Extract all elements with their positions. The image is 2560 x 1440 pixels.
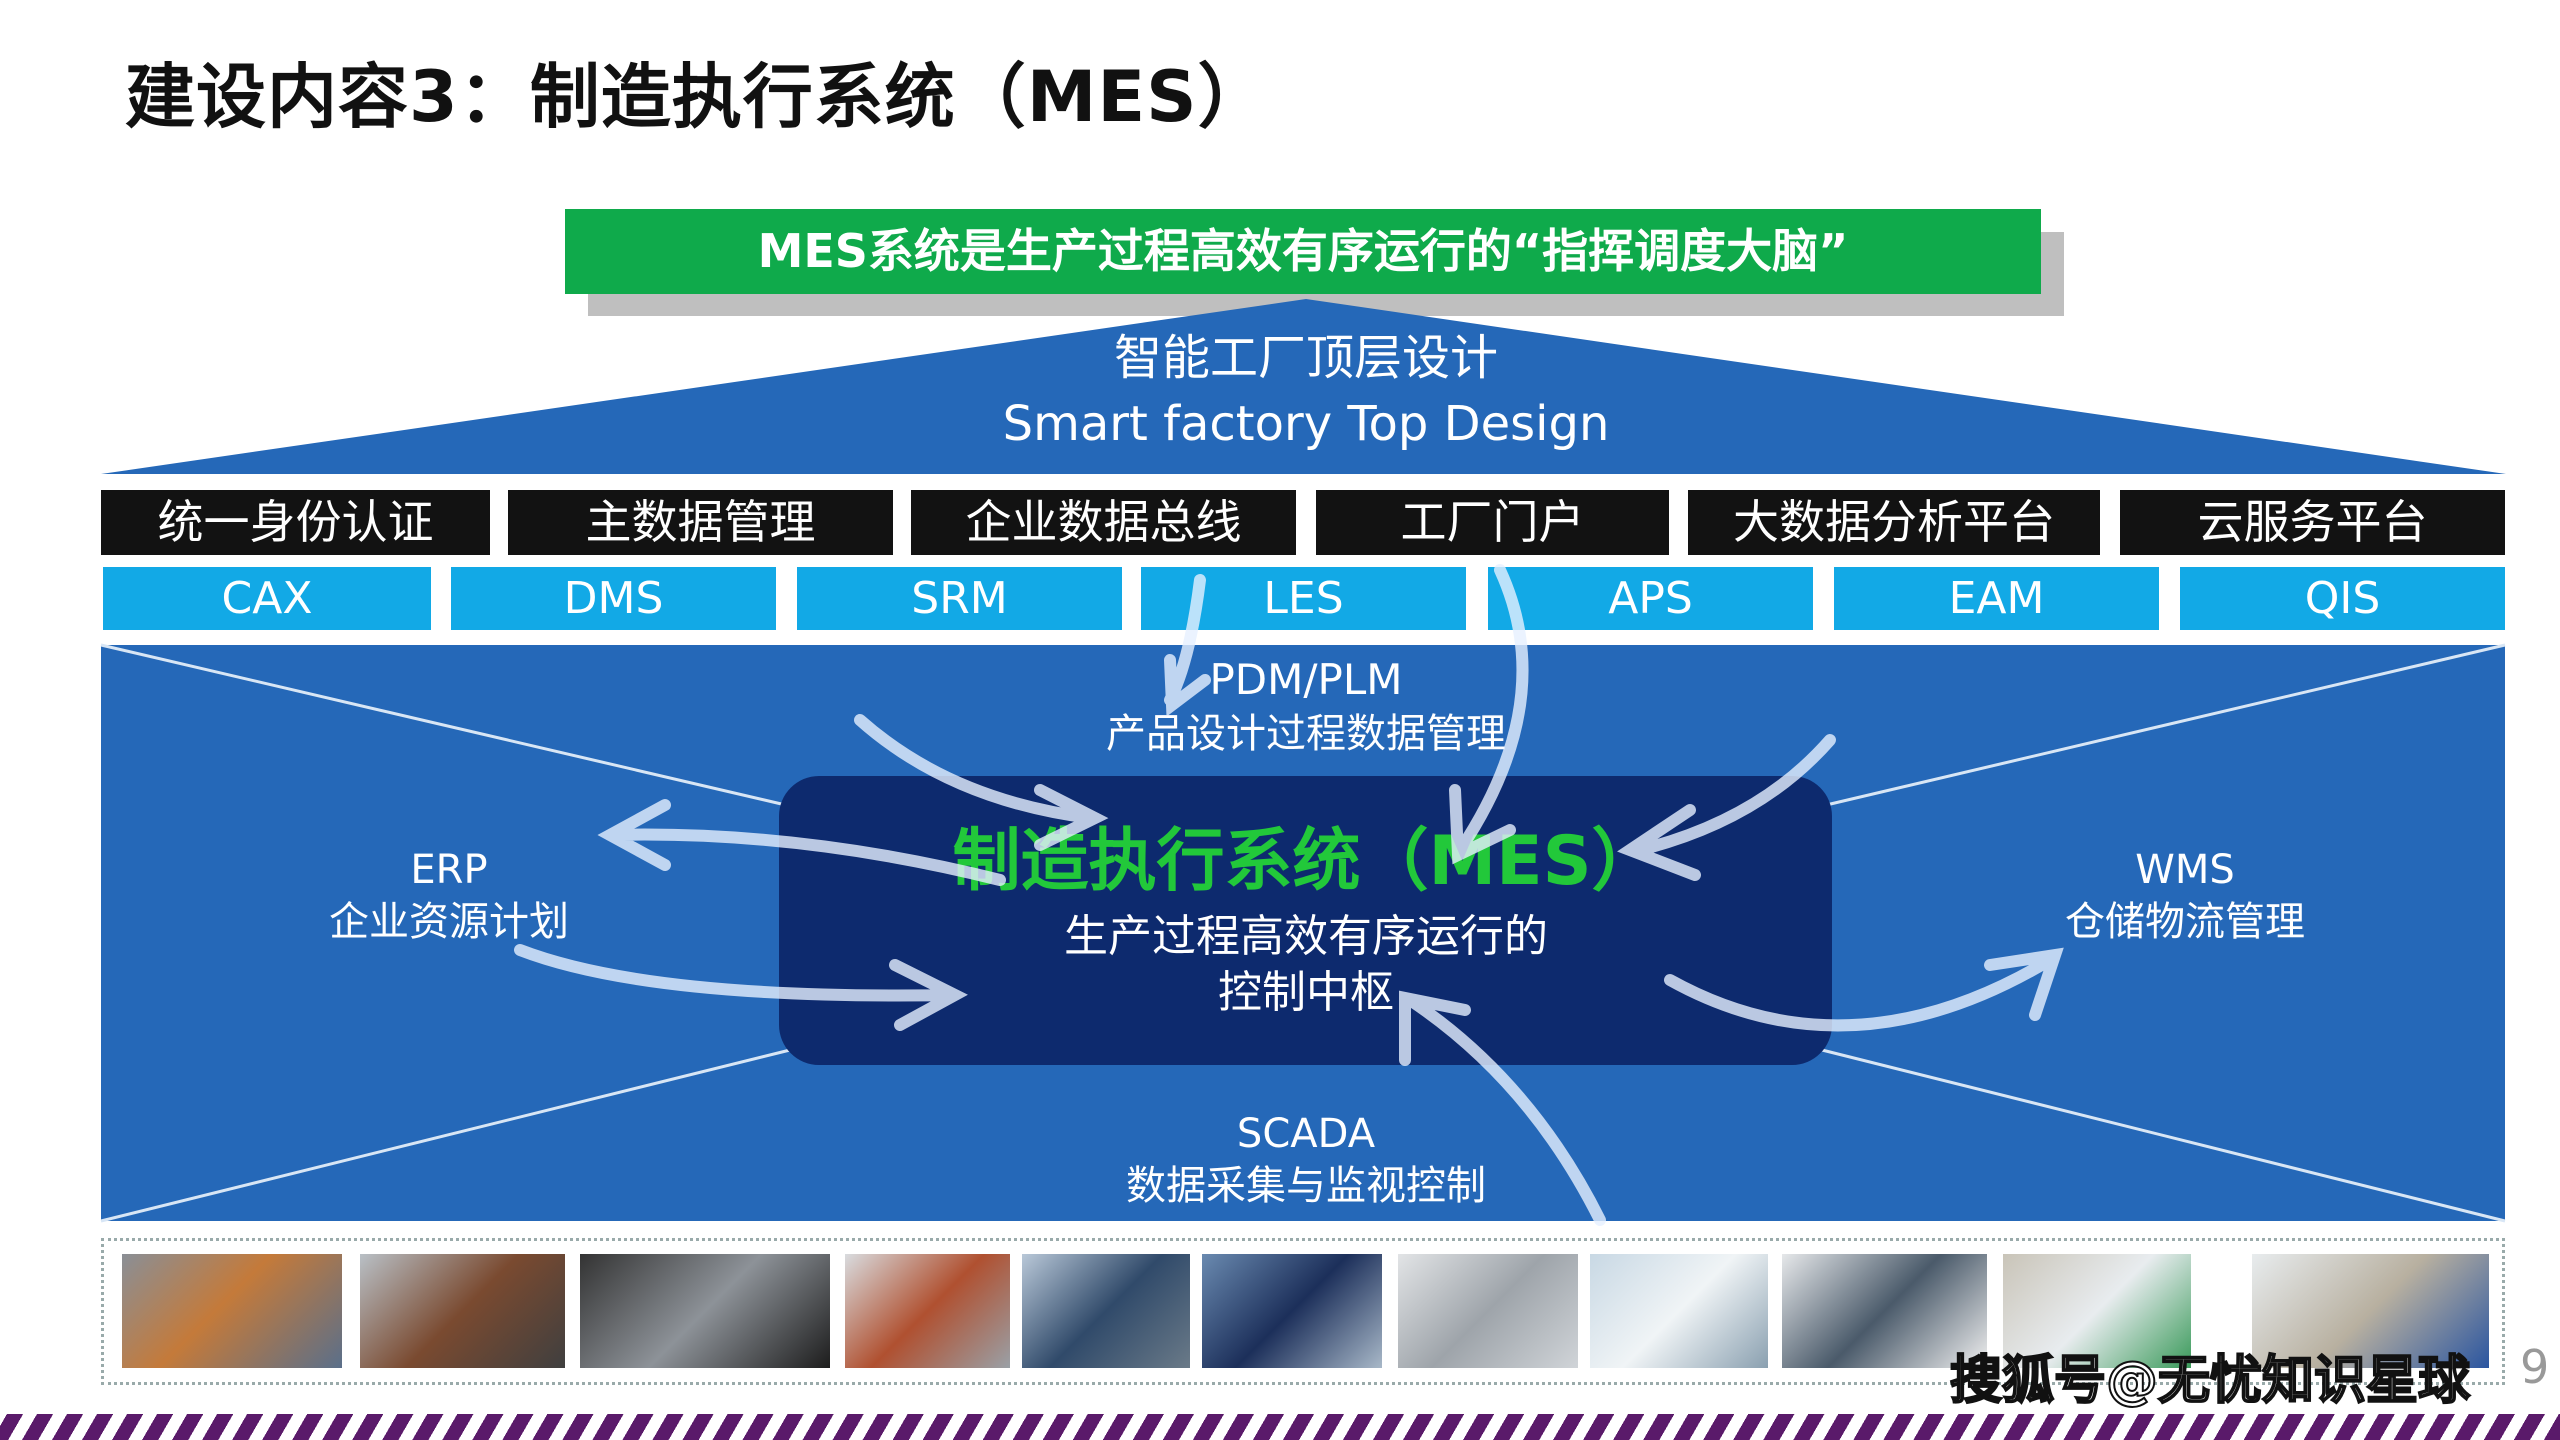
pdm-desc: 产品设计过程数据管理	[1106, 711, 1506, 757]
arrow-mes-wms	[1664, 947, 2064, 1032]
roof-triangle	[101, 299, 2506, 474]
factory-photo	[360, 1254, 565, 1368]
factory-photo	[2003, 1254, 2191, 1368]
roof-title-cn: 智能工厂顶层设计	[1113, 330, 1499, 386]
erp-desc: 企业资源计划	[329, 899, 569, 945]
mes-desc-2: 控制中枢	[1218, 967, 1394, 1018]
roof-title-en: Smart factory Top Design	[1002, 396, 1610, 452]
page-number: 9	[2520, 1340, 2550, 1394]
platform-box: 云服务平台	[2120, 490, 2505, 555]
watermark: 搜狐号@无忧知识星球	[1949, 1351, 2471, 1411]
factory-photo	[580, 1254, 830, 1368]
scada-name: SCADA	[1236, 1111, 1376, 1157]
factory-photo	[122, 1254, 342, 1368]
platform-box: 工厂门户	[1316, 490, 1669, 555]
factory-photo	[1398, 1254, 1578, 1368]
footer-stripe	[0, 1414, 2560, 1440]
system-box: QIS	[2180, 567, 2505, 630]
mes-center-box	[779, 776, 1832, 1065]
wms-name: WMS	[2135, 847, 2235, 893]
factory-photo	[1782, 1254, 1987, 1368]
platform-box: 大数据分析平台	[1688, 490, 2100, 555]
arrow-wms-mes	[1617, 734, 1836, 881]
platform-box: 企业数据总线	[911, 490, 1296, 555]
platform-box: 主数据管理	[508, 490, 893, 555]
mes-desc-1: 生产过程高效有序运行的	[1064, 911, 1548, 962]
photo-strip	[101, 1238, 2505, 1385]
factory-photo	[1022, 1254, 1190, 1368]
scada-desc: 数据采集与监视控制	[1126, 1163, 1486, 1209]
arrow-pdm-mes	[854, 714, 1109, 851]
system-box: APS	[1488, 567, 1813, 630]
factory-photo	[845, 1254, 1010, 1368]
system-box: CAX	[103, 567, 431, 630]
slide-title: 建设内容3：制造执行系统（MES）	[125, 56, 1269, 138]
banner: MES系统是生产过程高效有序运行的“指挥调度大脑”	[565, 209, 2041, 294]
factory-photo	[2252, 1254, 2489, 1368]
erp-name: ERP	[410, 847, 488, 893]
arrow-mes-erp	[597, 799, 1006, 886]
system-box: EAM	[1834, 567, 2159, 630]
system-box: DMS	[451, 567, 776, 630]
panel-diagonals	[100, 643, 2506, 1223]
system-box: SRM	[797, 567, 1122, 630]
platform-box: 统一身份认证	[101, 490, 490, 555]
arrow-aps-mes	[1449, 564, 1529, 865]
wms-desc: 仓储物流管理	[2065, 899, 2305, 945]
factory-photo	[1202, 1254, 1382, 1368]
pdm-name: PDM/PLM	[1209, 655, 1403, 704]
arrow-les-mes	[1164, 574, 1211, 717]
arrow-erp-mes	[514, 944, 968, 1031]
arrow-scada-mes	[1399, 990, 1606, 1226]
factory-photo	[1590, 1254, 1768, 1368]
